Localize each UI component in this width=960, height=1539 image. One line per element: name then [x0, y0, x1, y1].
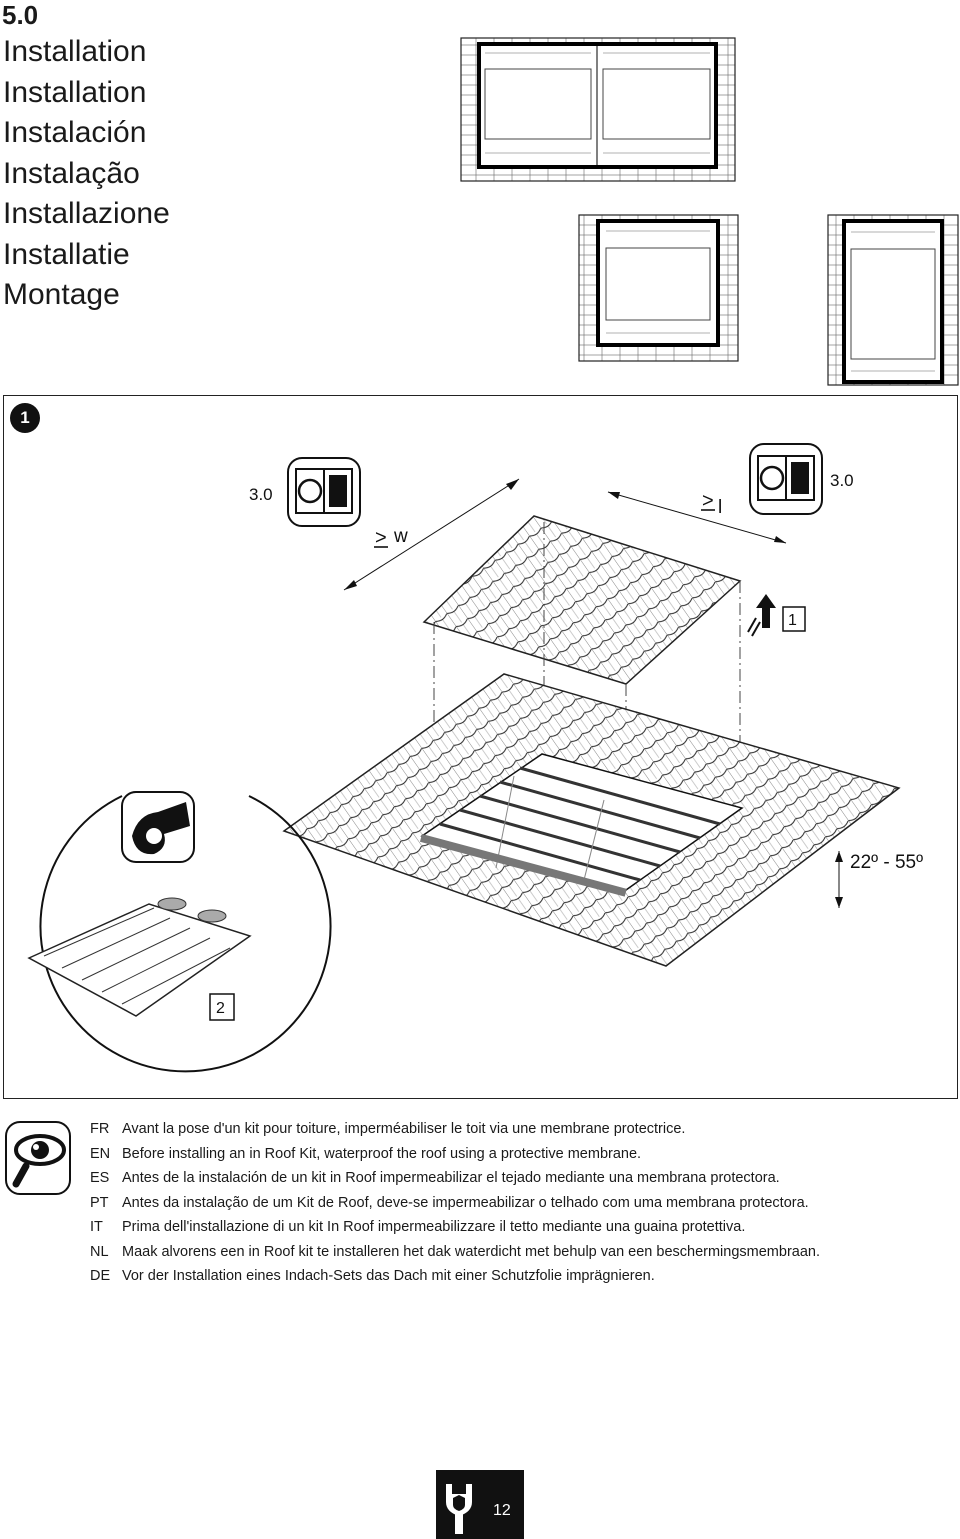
instruction-es: ES Antes de la instalación de un kit in … — [90, 1166, 950, 1191]
ref-right-label: 3.0 — [830, 471, 854, 490]
section-titles: Installation Installation Instalación In… — [3, 32, 170, 316]
lang-code: ES — [90, 1170, 110, 1186]
manual-ref-left: 3.0 — [249, 457, 361, 527]
step-1-panel: 1 3.0 — [3, 395, 958, 1099]
lang-text: Antes da instalação de um Kit de Roof, d… — [122, 1194, 809, 1211]
lang-text: Vor der Installation eines Indach-Sets d… — [122, 1268, 655, 1284]
manual-ref-right: 3.0 — [749, 443, 854, 515]
layout-portrait-small — [578, 214, 739, 362]
page-number: 12 — [493, 1502, 511, 1519]
dim-width-label: w — [393, 526, 408, 547]
callout-1-box — [782, 606, 806, 632]
instruction-it: IT Prima dell'installazione di un kit In… — [90, 1215, 950, 1240]
lang-text: Maak alvorens een in Roof kit te install… — [122, 1243, 820, 1260]
lift-arrow-icon — [747, 594, 776, 637]
eye-magnifier-icon — [5, 1121, 71, 1195]
lang-text: Prima dell'installazione di un kit In Ro… — [122, 1219, 746, 1235]
layout-landscape-large — [460, 37, 736, 182]
lang-code: DE — [90, 1268, 111, 1284]
lang-code: IT — [90, 1219, 103, 1235]
dim-length-label: l — [718, 497, 722, 518]
instruction-nl: NL Maak alvorens een in Roof kit te inst… — [90, 1240, 950, 1265]
lang-text: Before installing an in Roof Kit, waterp… — [122, 1145, 642, 1162]
hand-grip-icon — [132, 802, 190, 855]
manual-book-icon — [757, 455, 815, 501]
title-en: Installation — [3, 75, 147, 109]
roof-opening — [419, 753, 744, 897]
roof-illustration: 3.0 3.0 > w > l — [27, 443, 923, 1073]
removed-tile-section — [422, 515, 742, 685]
step-badge: 1 — [10, 403, 40, 433]
lang-text: Antes de la instalación de un kit in Roo… — [122, 1170, 780, 1186]
instruction-en: EN Before installing an in Roof Kit, wat… — [90, 1142, 950, 1167]
manual-book-icon — [295, 468, 353, 514]
lang-code: PT — [90, 1194, 109, 1211]
title-pt: Instalação — [3, 156, 140, 190]
instruction-de: DE Vor der Installation eines Indach-Set… — [90, 1264, 950, 1289]
instructions-list: FR Avant la pose d'un kit pour toiture, … — [90, 1117, 950, 1289]
callout-2-label: 2 — [216, 1000, 225, 1017]
callout-2-box — [209, 993, 235, 1021]
title-es: Instalación — [3, 116, 147, 149]
section-number: 5.0 — [2, 0, 39, 30]
instruction-fr: FR Avant la pose d'un kit pour toiture, … — [90, 1117, 950, 1142]
title-fr: Installation — [3, 35, 147, 68]
lang-text: Avant la pose d'un kit pour toiture, imp… — [122, 1121, 686, 1137]
dim-geq-l: > — [702, 490, 714, 512]
detail-circle: 2 — [27, 791, 332, 1073]
angle-range-label: 22º - 55º — [850, 852, 923, 873]
ref-left-label: 3.0 — [249, 485, 273, 504]
lang-code: NL — [90, 1243, 109, 1260]
lang-code: FR — [90, 1121, 110, 1137]
title-de: Montage — [3, 278, 120, 311]
callout-1-label: 1 — [788, 612, 797, 629]
title-nl: Installatie — [3, 237, 130, 271]
dim-geq-w: > — [375, 527, 387, 549]
collector-layout-drawings — [460, 37, 959, 386]
wrench-shield-icon — [446, 1484, 472, 1534]
layout-portrait-tall — [827, 214, 959, 386]
title-it: Installazione — [3, 197, 170, 230]
instruction-pt: PT Antes da instalação de um Kit de Roof… — [90, 1191, 950, 1216]
lang-code: EN — [90, 1145, 111, 1162]
